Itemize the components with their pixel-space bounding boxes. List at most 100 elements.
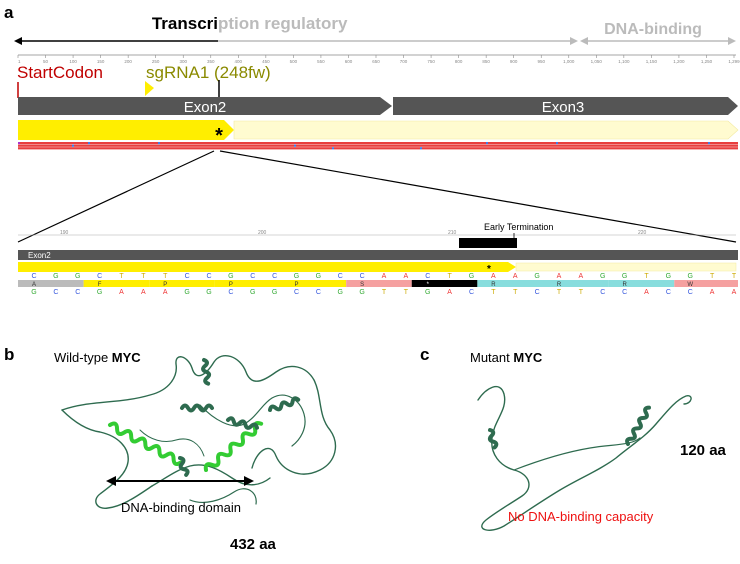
sequence-strip-cell	[440, 144, 442, 147]
sequence-strip-cell	[334, 142, 336, 145]
sequence-base-bottom: T	[404, 289, 409, 296]
sequence-strip-cell	[678, 147, 680, 150]
sequence-strip-cell	[468, 147, 470, 150]
sequence-strip-cell	[238, 147, 240, 150]
sequence-strip-cell	[560, 144, 562, 147]
sequence-strip-cell	[634, 147, 636, 150]
sequence-strip-cell	[240, 144, 242, 147]
sequence-strip-cell	[652, 147, 654, 150]
sequence-strip-cell	[554, 142, 556, 145]
sequence-strip-cell	[390, 144, 392, 147]
sequence-strip-cell	[648, 142, 650, 145]
sequence-strip-cell	[224, 144, 226, 147]
sequence-strip-cell	[422, 142, 424, 145]
sequence-strip-cell	[494, 147, 496, 150]
sequence-strip-cell	[290, 147, 292, 150]
sequence-strip-cell	[510, 142, 512, 145]
sequence-strip-cell	[532, 142, 534, 145]
sequence-strip-cell	[668, 142, 670, 145]
sequence-strip-cell	[328, 147, 330, 150]
sequence-strip-cell	[284, 147, 286, 150]
sequence-strip-cell	[528, 142, 530, 145]
sequence-base-bottom: G	[425, 289, 430, 296]
sequence-strip-cell	[692, 144, 694, 147]
sequence-strip-cell	[652, 142, 654, 145]
sequence-strip-cell	[382, 142, 384, 145]
sequence-strip-cell	[290, 142, 292, 145]
sequence-strip-cell	[586, 144, 588, 147]
sequence-strip-cell	[266, 142, 268, 145]
sequence-strip-cell	[726, 142, 728, 145]
sequence-strip-cell	[586, 147, 588, 150]
sequence-base-bottom: T	[491, 289, 496, 296]
sequence-strip-cell	[256, 144, 258, 147]
sequence-base-top: C	[185, 273, 190, 280]
sequence-base-top: A	[382, 273, 387, 280]
sequence-strip-cell	[244, 147, 246, 150]
wildtype-title-prefix: Wild-type	[54, 350, 112, 365]
sequence-strip-cell	[628, 142, 630, 145]
sequence-strip-cell	[34, 142, 36, 145]
sequence-strip-cell	[700, 142, 702, 145]
early-termination-label: Early Termination	[484, 222, 553, 232]
sequence-strip-cell	[576, 147, 578, 150]
sequence-strip-cell	[584, 144, 586, 147]
sequence-strip-cell	[658, 147, 660, 150]
sequence-strip-cell	[238, 142, 240, 145]
sequence-strip-cell	[530, 142, 532, 145]
sequence-strip-cell	[392, 142, 394, 145]
sequence-strip-cell	[554, 147, 556, 150]
ruler-tick-label: 1	[18, 59, 21, 64]
sequence-strip-cell	[572, 147, 574, 150]
sequence-strip-cell	[314, 142, 316, 145]
sequence-strip-cell	[36, 147, 38, 150]
sequence-strip-cell	[670, 142, 672, 145]
sequence-strip-cell	[460, 144, 462, 147]
sequence-strip-cell	[730, 147, 732, 150]
sequence-strip-cell	[338, 147, 340, 150]
sequence-strip-cell	[414, 147, 416, 150]
sequence-strip-cell	[560, 142, 562, 145]
sequence-base-top: T	[119, 273, 124, 280]
sequence-strip-cell	[618, 144, 620, 147]
sequence-strip-cell	[222, 142, 224, 145]
sequence-strip-cell	[400, 142, 402, 145]
sequence-strip-cell	[58, 147, 60, 150]
sequence-strip-cell	[638, 142, 640, 145]
sequence-strip-cell	[176, 142, 178, 145]
sequence-strip-cell	[640, 142, 642, 145]
sequence-strip-cell	[294, 142, 296, 145]
stop-asterisk: *	[215, 125, 223, 147]
sequence-strip-cell	[196, 147, 198, 150]
sequence-strip-cell	[254, 147, 256, 150]
sequence-base-bottom: T	[557, 289, 562, 296]
sequence-strip-cell	[52, 142, 54, 145]
sequence-strip-cell	[488, 144, 490, 147]
sequence-strip-cell	[504, 144, 506, 147]
sequence-strip-cell	[234, 147, 236, 150]
sequence-strip-cell	[536, 144, 538, 147]
sequence-strip-cell	[548, 142, 550, 145]
sequence-strip-cell	[510, 147, 512, 150]
sequence-strip-cell	[600, 144, 602, 147]
sequence-strip-cell	[588, 144, 590, 147]
sequence-strip-cell	[582, 142, 584, 145]
sequence-strip-cell	[198, 144, 200, 147]
amino-acid-band	[477, 280, 543, 287]
sequence-base-bottom: G	[250, 289, 255, 296]
sequence-strip-cell	[32, 147, 34, 150]
sequence-strip-cell	[314, 147, 316, 150]
sequence-strip-cell	[104, 147, 106, 150]
sequence-strip-cell	[46, 142, 48, 145]
sequence-strip-cell	[438, 142, 440, 145]
sequence-strip-cell	[558, 144, 560, 147]
sequence-strip-cell	[384, 147, 386, 150]
sequence-strip-cell	[684, 142, 686, 145]
sequence-strip-cell	[368, 144, 370, 147]
sequence-strip-cell	[304, 147, 306, 150]
sequence-strip-cell	[380, 142, 382, 145]
sequence-strip-cell	[42, 147, 44, 150]
sequence-strip-cell	[522, 147, 524, 150]
sequence-strip-cell	[124, 147, 126, 150]
